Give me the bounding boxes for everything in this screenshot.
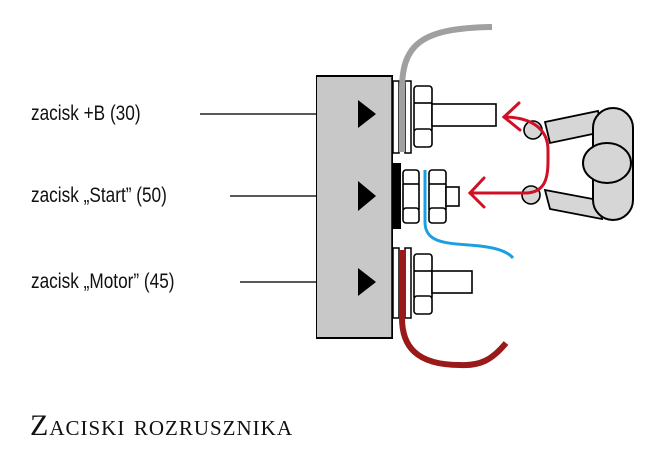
pointer-arrow-start [358,181,376,211]
start-wire [423,170,515,260]
label-terminal-motor: zacisk „Motor” (45) [31,270,175,293]
motor-cable [399,250,509,369]
terminal-motor-hardware [392,247,509,369]
diagram-caption: Zaciski rozrusznika [30,409,293,442]
jumper-tool-icon [521,107,634,221]
terminal-b-hardware [392,24,497,154]
label-terminal-b: zacisk +B (30) [31,102,141,125]
pointer-arrow-b [358,100,376,128]
pointer-arrow-motor [358,268,376,296]
jumper-arrow-icon [467,101,550,209]
terminal-start-hardware [392,163,515,260]
battery-cable [399,24,493,152]
label-terminal-start: zacisk „Start” (50) [31,184,167,207]
